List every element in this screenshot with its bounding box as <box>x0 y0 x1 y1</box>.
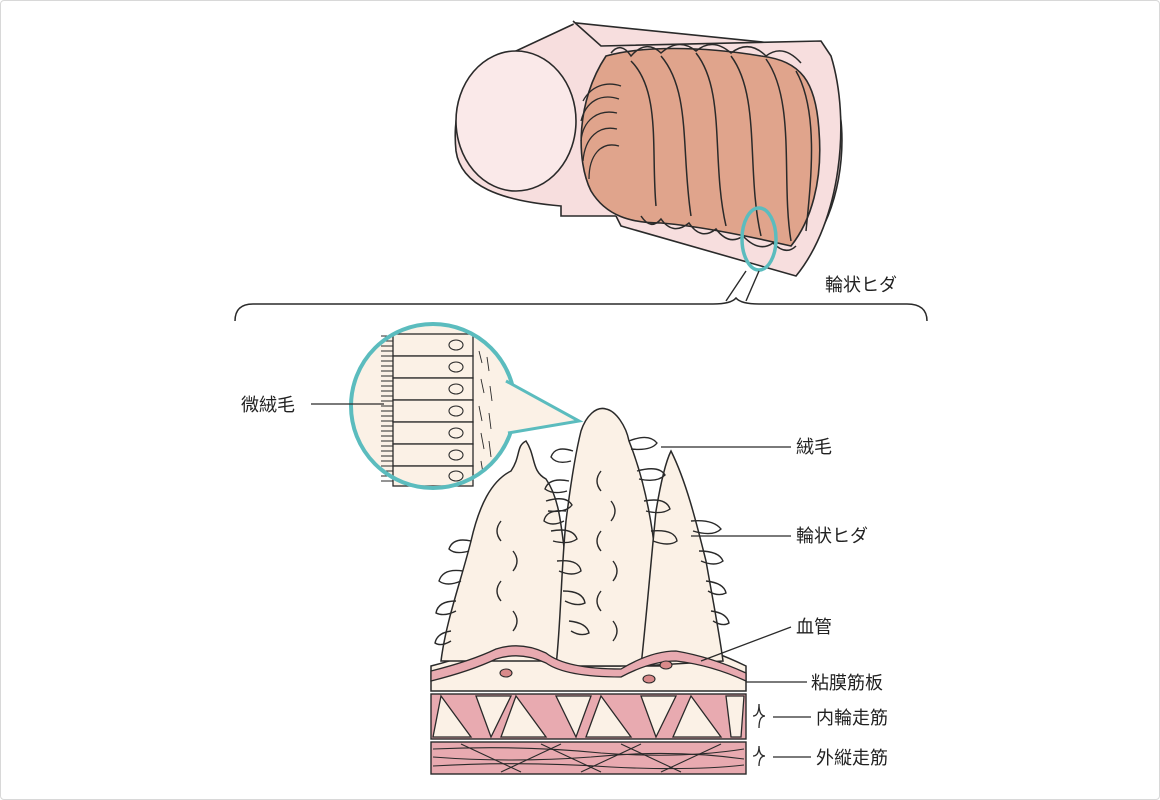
intestine-tube <box>454 20 843 277</box>
villus-folds <box>434 436 730 646</box>
label-outer-longitudinal: 外縦走筋 <box>816 748 888 769</box>
vessel-1 <box>499 668 513 678</box>
outer-longitudinal-muscle <box>430 741 747 775</box>
label-vessel: 血管 <box>796 617 832 638</box>
fold-highlight-ring <box>740 206 778 272</box>
label-fold: 輪状ヒダ <box>796 526 868 547</box>
label-muscularis-mucosae: 粘膜筋板 <box>811 673 883 694</box>
vessel-3 <box>642 674 656 684</box>
label-villi: 絨毛 <box>796 437 832 458</box>
vessel-2 <box>659 660 673 670</box>
connective-tissue <box>478 350 493 474</box>
inner-muscle-pattern <box>432 694 745 739</box>
tube-lumen <box>580 47 821 247</box>
leader-lines <box>311 403 811 767</box>
label-microvilli: 微絨毛 <box>241 395 295 416</box>
villus-right <box>640 449 724 667</box>
section-brace <box>234 296 928 322</box>
magnified-view <box>349 322 584 490</box>
label-top-fold: 輪状ヒダ <box>825 275 897 296</box>
muscularis-mucosae <box>430 645 747 683</box>
label-inner-circular: 内輪走筋 <box>816 708 888 729</box>
outer-muscle-pattern <box>432 743 745 773</box>
tube-opening <box>455 50 577 192</box>
